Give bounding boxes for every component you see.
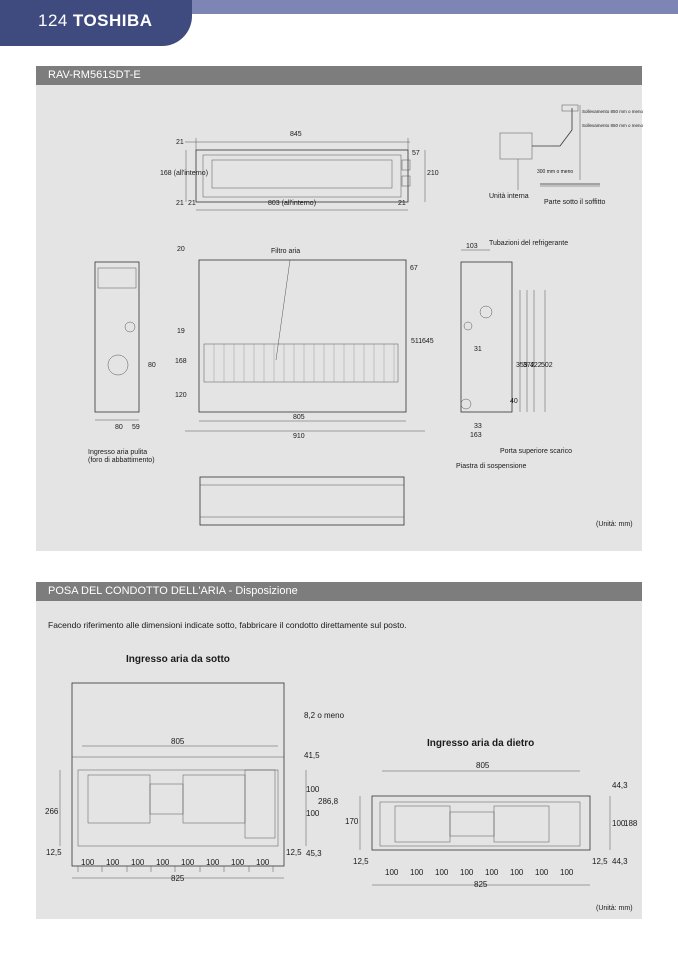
- bi-dim-805: 805: [171, 737, 185, 746]
- section2-unit-note: (Unità: mm): [596, 905, 633, 912]
- dim-19: 19: [177, 328, 185, 335]
- dim-33: 33: [474, 423, 482, 430]
- bi-dim-100-4: 100: [156, 858, 170, 867]
- ri-dim-12-5a: 12,5: [353, 857, 369, 866]
- bi-dim-100-8: 100: [256, 858, 270, 867]
- dim-168: 168: [175, 358, 187, 365]
- dim-502: 502: [541, 362, 553, 369]
- bi-dim-266: 266: [45, 807, 59, 816]
- dim-21d: 21: [176, 139, 184, 146]
- lift-note-1: Sollevamento 850 mm o meno: [582, 109, 644, 114]
- bi-dim-41-5: 41,5: [304, 751, 320, 760]
- bracket-label: Piastra di sospensione: [456, 463, 527, 470]
- bi-dim-100-5: 100: [181, 858, 195, 867]
- section1-title: RAV-RM561SDT-E: [36, 66, 642, 85]
- ri-dim-44-3b: 44,3: [612, 857, 628, 866]
- ri-dim-100-4: 100: [460, 868, 474, 877]
- dim-21c: 21: [398, 200, 406, 207]
- ri-dim-100-2: 100: [410, 868, 424, 877]
- ri-dim-100: 100: [612, 819, 626, 828]
- ri-dim-100-7: 100: [535, 868, 549, 877]
- left-side-view: [94, 261, 140, 421]
- brand-logo: TOSHIBA: [72, 11, 153, 30]
- bi-dim-100-2: 100: [106, 858, 120, 867]
- ri-dim-100-3: 100: [435, 868, 449, 877]
- section2-title: POSA DEL CONDOTTO DELL'ARIA - Disposizio…: [36, 582, 642, 601]
- dim-67: 67: [410, 265, 418, 272]
- bi-dim-100-6: 100: [206, 858, 220, 867]
- dim-803: 803 (all'interno): [268, 200, 317, 207]
- dim-168-inner: 168 (all'interno): [160, 170, 209, 177]
- dim-645: 645: [422, 338, 434, 345]
- ri-dim-100-5: 100: [485, 868, 499, 877]
- dim-511: 511: [411, 338, 423, 345]
- top-view-drawing: [185, 138, 426, 211]
- dim-210: 210: [427, 170, 439, 177]
- bottom-intake-title: Ingresso aria da sotto: [126, 654, 230, 665]
- bottom-view: [199, 476, 405, 526]
- dim-910: 910: [293, 433, 305, 440]
- dim-300: 300 mm o meno: [537, 169, 574, 175]
- install-sketch: [499, 104, 600, 190]
- right-side-view: [460, 249, 546, 413]
- ri-dim-825: 825: [474, 880, 488, 889]
- rear-intake-title: Ingresso aria da dietro: [427, 738, 535, 749]
- bi-dim-12-5a: 12,5: [46, 848, 62, 857]
- dim-80b: 80: [148, 362, 156, 369]
- filter-label: Filtro aria: [271, 248, 301, 255]
- dim-120: 120: [175, 392, 187, 399]
- dim-57: 57: [412, 150, 420, 157]
- bi-dim-100-3: 100: [131, 858, 145, 867]
- dim-20: 20: [177, 246, 185, 253]
- unit-label: Unità interna: [489, 193, 529, 200]
- section1-panel: [36, 85, 642, 551]
- bi-dim-100b: 100: [306, 809, 320, 818]
- dim-359: 359: [516, 362, 528, 369]
- dim-103: 103: [466, 243, 478, 250]
- bi-dim-45-3: 45,3: [306, 849, 322, 858]
- dim-163: 163: [470, 432, 482, 439]
- bi-dim-825: 825: [171, 874, 185, 883]
- ri-dim-100-8: 100: [560, 868, 574, 877]
- bi-dim-100-1: 100: [81, 858, 95, 867]
- lift-note-2: Sollevamento 850 mm o meno: [582, 123, 644, 128]
- bi-dim-100a: 100: [306, 785, 320, 794]
- bi-dim-12-5b: 12,5: [286, 848, 302, 857]
- section2-intro: Facendo riferimento alle dimensioni indi…: [48, 620, 407, 630]
- dim-21b: 21: [188, 200, 196, 207]
- ri-dim-188: 188: [624, 819, 638, 828]
- dim-372: 372: [523, 362, 535, 369]
- ri-dim-100-6: 100: [510, 868, 524, 877]
- bottom-intake-drawing: [59, 682, 307, 879]
- ri-dim-805: 805: [476, 761, 490, 770]
- ri-dim-44-3a: 44,3: [612, 781, 628, 790]
- ri-dim-12-5b: 12,5: [592, 857, 608, 866]
- refrigerant-label: Tubazioni del refrigerante: [489, 240, 569, 247]
- dim-59: 59: [132, 424, 140, 431]
- section1-unit-note: (Unità: mm): [596, 521, 633, 528]
- rear-intake-drawing: [359, 770, 611, 886]
- ri-dim-100-1: 100: [385, 868, 399, 877]
- dim-805: 805: [293, 414, 305, 421]
- header-tab: [0, 0, 192, 46]
- dim-40: 40: [510, 398, 518, 405]
- ceiling-label: Parte sotto il soffitto: [544, 199, 606, 206]
- intake-label-1: Ingresso aria pulita: [88, 449, 148, 456]
- intake-label-2: (foro di abbattimento): [88, 457, 155, 464]
- page-number: 124: [38, 11, 68, 30]
- dim-31: 31: [474, 346, 482, 353]
- dim-21a: 21: [176, 200, 184, 207]
- dim-80a: 80: [115, 424, 123, 431]
- bi-dim-286-8: 286,8: [318, 797, 339, 806]
- drain-label: Porta superiore scarico: [500, 448, 572, 455]
- ri-dim-170: 170: [345, 817, 359, 826]
- dim-845: 845: [290, 131, 302, 138]
- bi-dim-100-7: 100: [231, 858, 245, 867]
- front-view: [185, 259, 425, 432]
- dim-422: 422: [530, 362, 542, 369]
- bi-dim-8-2: 8,2 o meno: [304, 711, 345, 720]
- header-strip: [190, 0, 678, 14]
